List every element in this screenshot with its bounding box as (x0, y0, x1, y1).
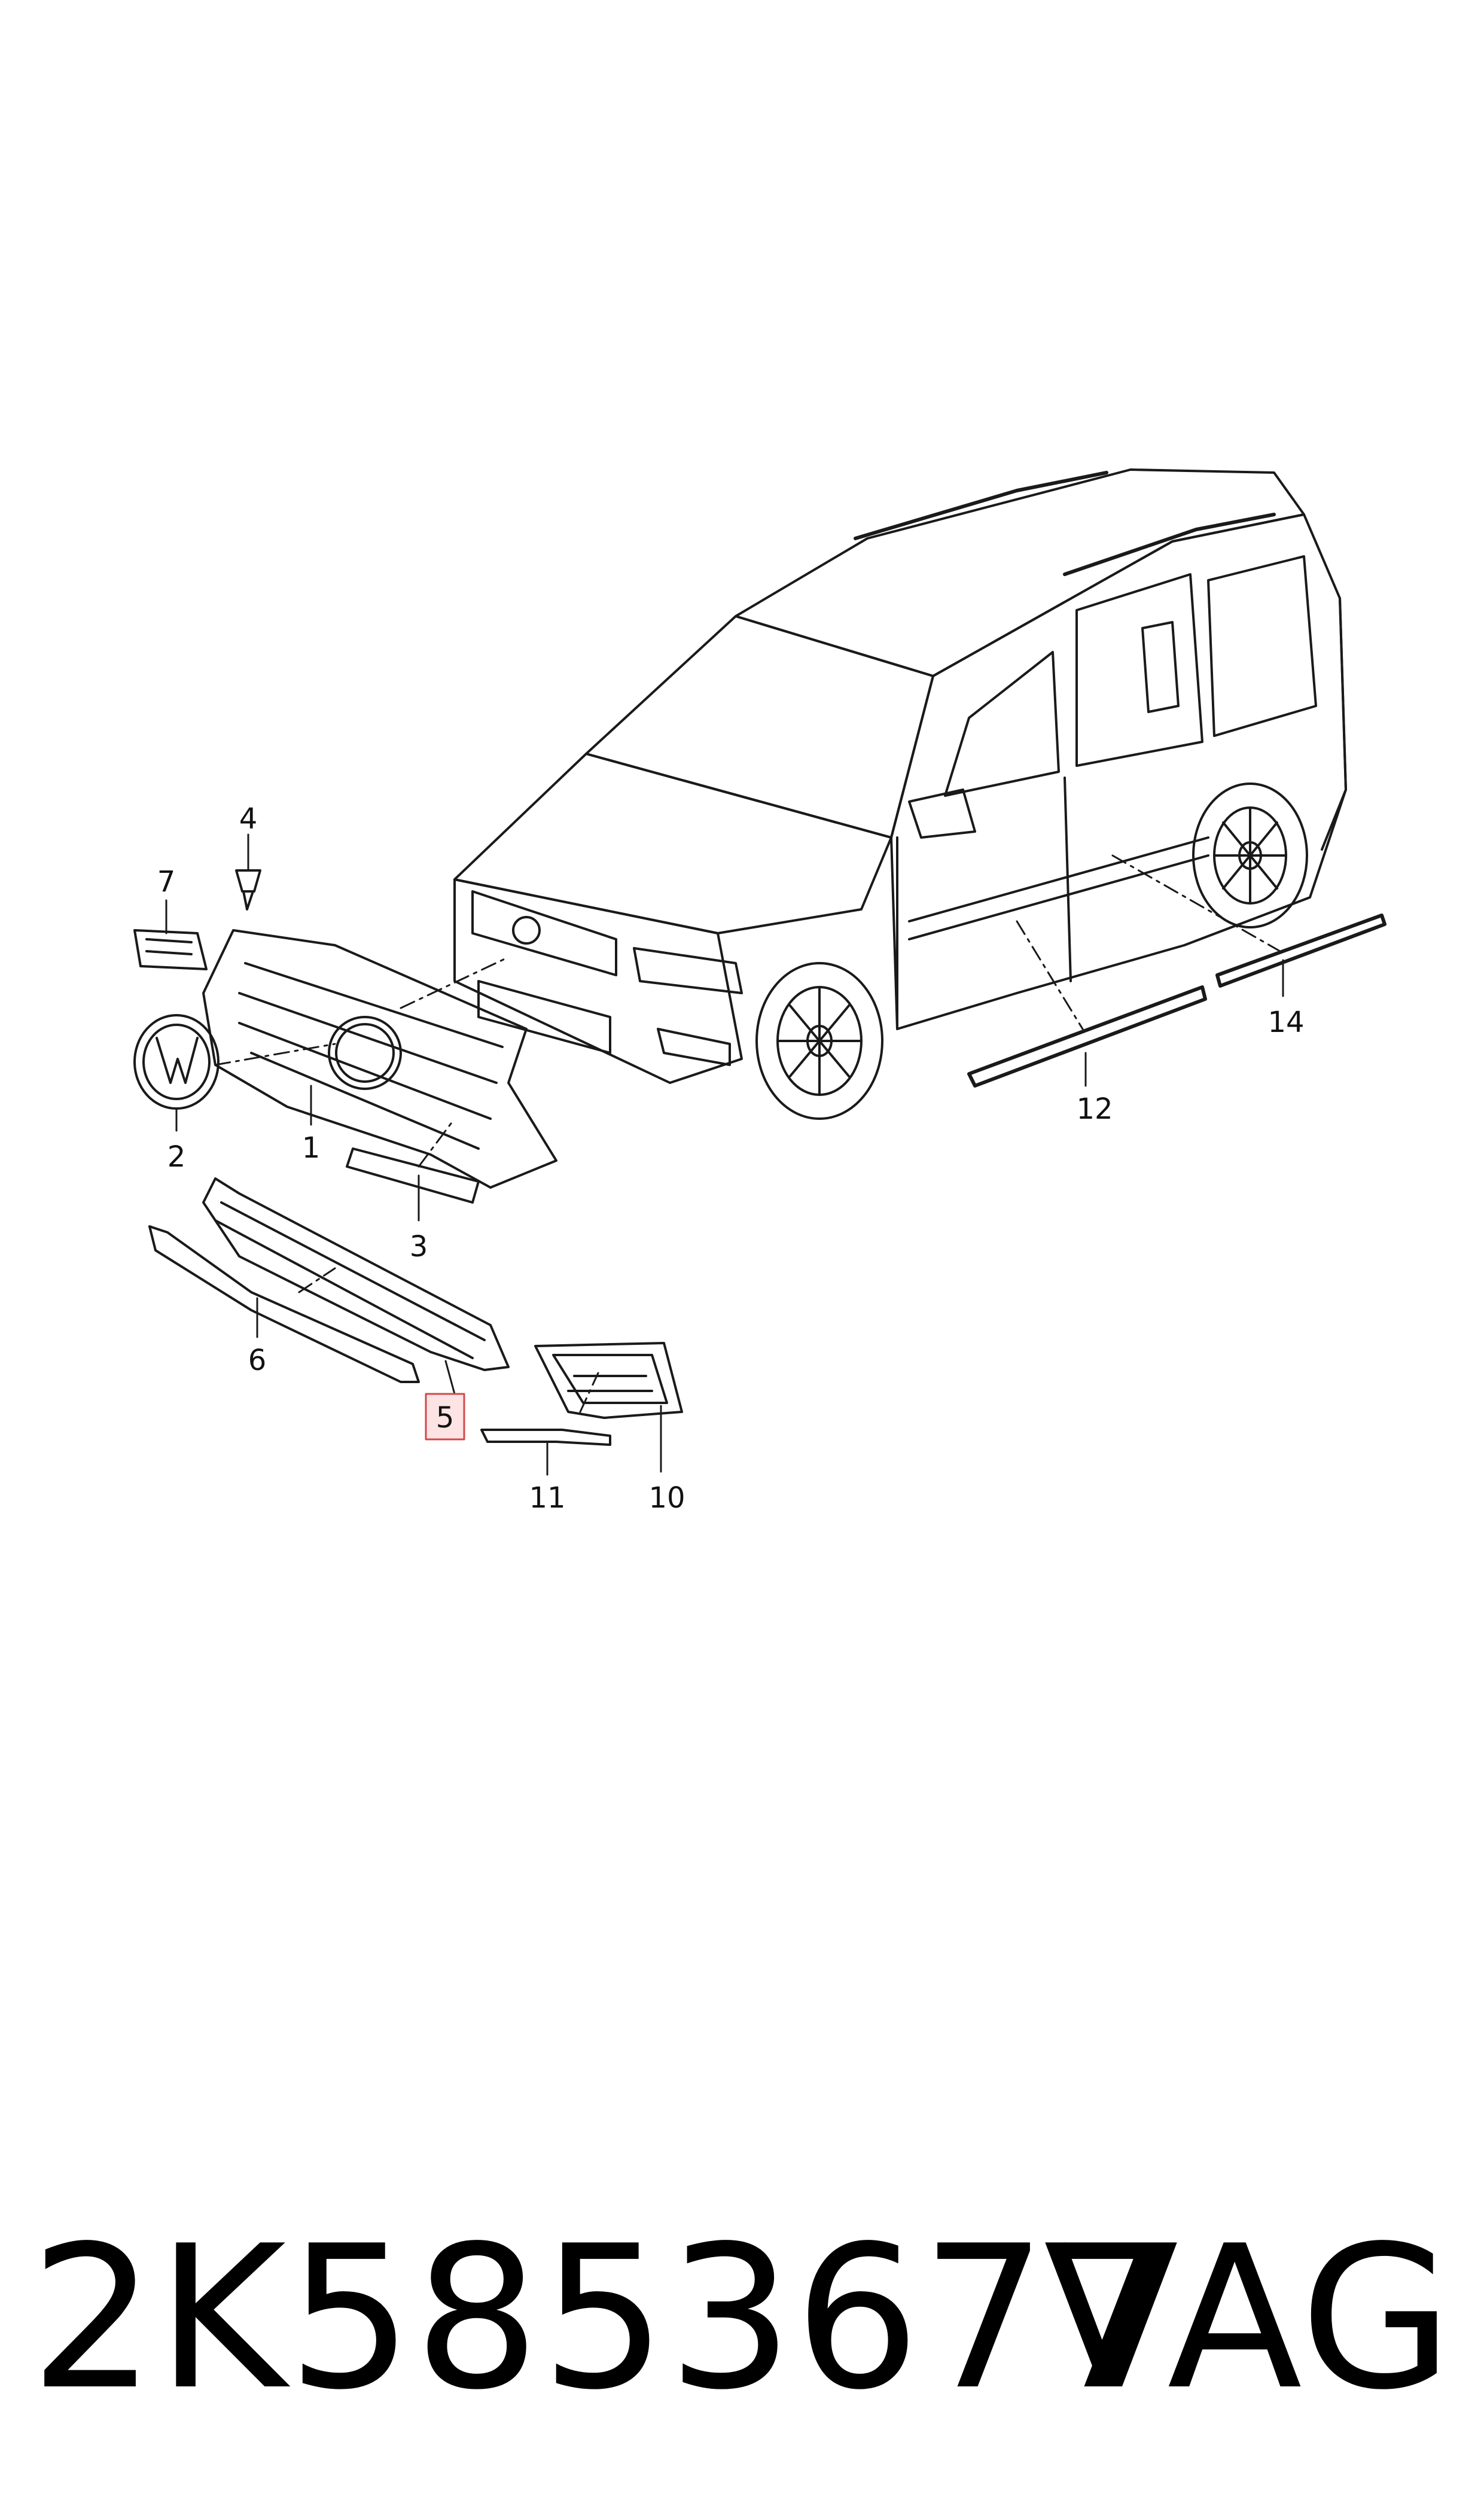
part-10-fog-light-cover (534, 1342, 683, 1419)
part-5-lower-grille (202, 1177, 510, 1371)
part-14-side-moulding (1215, 914, 1387, 988)
part-2-emblem (133, 1014, 220, 1110)
callout-2: 2 (167, 1140, 186, 1174)
callout-4: 4 (239, 802, 258, 836)
callout-14: 14 (1267, 1006, 1304, 1039)
callout-6: 6 (248, 1344, 267, 1377)
part-1-radiator-grille (202, 929, 557, 1189)
leader-lines (165, 833, 1284, 1476)
van-illustration (453, 468, 1347, 1120)
part-3-trim-strip (346, 1147, 480, 1204)
part-number: 2K5853677 (30, 2203, 1175, 2433)
callout-5-highlight-box (425, 1393, 465, 1441)
part-4-clip (235, 869, 261, 911)
callout-12: 12 (1076, 1092, 1113, 1126)
callout-3: 3 (410, 1230, 428, 1263)
part-7-bracket (133, 929, 208, 970)
callout-10: 10 (648, 1481, 685, 1515)
callout-7: 7 (157, 865, 176, 899)
callout-5: 5 (436, 1401, 455, 1435)
callout-11: 11 (529, 1481, 565, 1515)
brand-name: VAG (1043, 2203, 1454, 2433)
part-12-side-moulding (967, 985, 1207, 1088)
callout-1: 1 (302, 1131, 321, 1165)
part-6-trim-strip (148, 1225, 420, 1383)
part-11-trim-strip (480, 1429, 611, 1446)
